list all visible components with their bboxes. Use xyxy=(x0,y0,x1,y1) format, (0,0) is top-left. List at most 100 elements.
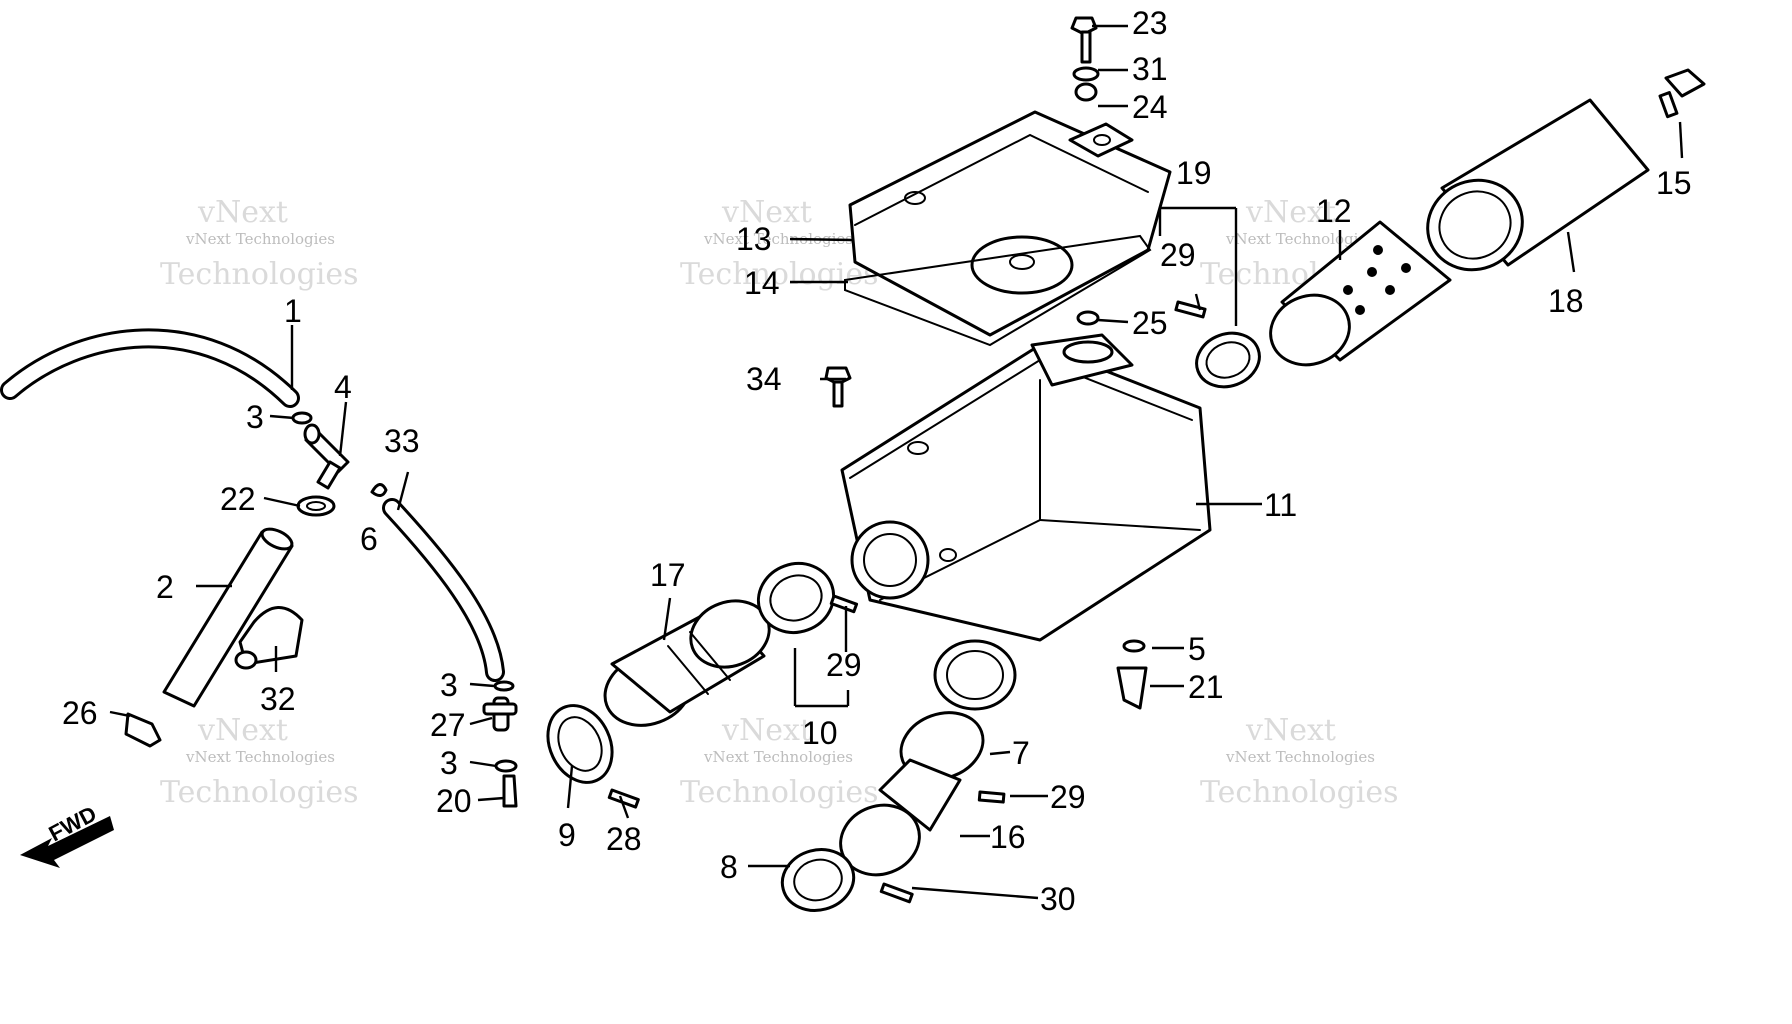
callout-29: 29 xyxy=(1050,779,1086,815)
watermark-bottom-right: vNext vNext Technologies Technologies xyxy=(1200,713,1399,810)
watermark-text: vNext xyxy=(1245,195,1336,230)
callout-17: 17 xyxy=(650,557,686,593)
cover-screw xyxy=(1070,16,1098,64)
callout-2: 2 xyxy=(156,569,174,605)
watermark-text: vNext Technologies xyxy=(703,230,853,248)
callout-9: 9 xyxy=(558,817,576,853)
callout-3: 3 xyxy=(440,745,458,781)
callout-12: 12 xyxy=(1316,193,1352,229)
watermark-text: Technologies xyxy=(1200,775,1399,810)
callout-4: 4 xyxy=(334,369,352,405)
callout-34: 34 xyxy=(746,361,782,397)
drain-plug xyxy=(1116,666,1148,710)
air-cleaner-element xyxy=(1426,98,1650,272)
callout-3: 3 xyxy=(440,667,458,703)
callout-6: 6 xyxy=(360,521,378,557)
tube-band-front xyxy=(546,704,614,784)
joint-pipe xyxy=(482,696,518,732)
callout-28: 28 xyxy=(606,821,642,857)
callout-27: 27 xyxy=(430,707,466,743)
band-screw-bottom xyxy=(879,882,914,904)
callout-31: 31 xyxy=(1132,51,1168,87)
t-joint xyxy=(303,423,350,490)
callout-30: 30 xyxy=(1040,881,1076,917)
watermark-text: vNext xyxy=(197,195,288,230)
watermark-text: vNext Technologies xyxy=(703,748,853,766)
tube-clip xyxy=(124,712,162,748)
plug xyxy=(502,774,518,808)
clip-bottom xyxy=(494,759,518,773)
grommet xyxy=(1076,310,1100,326)
small-clip xyxy=(370,483,388,497)
hose-band xyxy=(296,495,336,517)
watermark-text: vNext xyxy=(721,195,812,230)
watermark-text: vNext xyxy=(197,713,288,748)
callout-18: 18 xyxy=(1548,283,1584,319)
callout-8: 8 xyxy=(720,849,738,885)
callout-24: 24 xyxy=(1132,89,1168,125)
band-screw-front xyxy=(829,594,859,614)
connecting-tube-rear xyxy=(839,711,985,877)
watermark-text: vNext xyxy=(721,713,812,748)
callout-23: 23 xyxy=(1132,5,1168,41)
element-band xyxy=(1195,331,1261,389)
tube-holder xyxy=(234,606,304,670)
callout-19: 19 xyxy=(1176,155,1212,191)
callout-7: 7 xyxy=(1012,735,1030,771)
case-cover xyxy=(848,110,1172,337)
callout-16: 16 xyxy=(990,819,1026,855)
connecting-tube-front xyxy=(603,599,771,727)
watermark-text: Technologies xyxy=(160,775,359,810)
band-screw-rear xyxy=(977,790,1006,804)
drain-clip xyxy=(1122,639,1146,653)
watermark-text: vNext Technologies xyxy=(185,230,335,248)
wing-bolt xyxy=(1658,68,1706,119)
callout-29: 29 xyxy=(826,647,862,683)
callout-3: 3 xyxy=(246,399,264,435)
washer xyxy=(1072,66,1100,82)
case-bolt xyxy=(824,366,852,408)
tube-band-inner xyxy=(756,562,836,634)
tube-band-rear xyxy=(780,848,856,912)
air-cleaner-case xyxy=(840,333,1212,711)
clip-lower xyxy=(493,680,515,692)
callout-26: 26 xyxy=(62,695,98,731)
leader-lines xyxy=(109,24,1684,900)
watermark-top-center: vNext vNext Technologies Technologies xyxy=(680,195,879,292)
watermark-text: vNext Technologies xyxy=(185,748,335,766)
watermark-bottom-left: vNext vNext Technologies Technologies xyxy=(160,713,359,810)
callout-33: 33 xyxy=(384,423,420,459)
watermark-bottom-center: vNext vNext Technologies Technologies xyxy=(680,713,879,810)
callout-5: 5 xyxy=(1188,631,1206,667)
callout-20: 20 xyxy=(436,783,472,819)
callout-29: 29 xyxy=(1160,237,1196,273)
callout-14: 14 xyxy=(744,265,780,301)
watermark-text: Technologies xyxy=(160,257,359,292)
clip xyxy=(291,411,313,425)
callout-13: 13 xyxy=(736,221,772,257)
callout-32: 32 xyxy=(260,681,296,717)
cover-gasket xyxy=(844,234,1152,347)
forward-arrow-icon: FWD xyxy=(20,801,114,868)
callout-22: 22 xyxy=(220,481,256,517)
callout-25: 25 xyxy=(1132,305,1168,341)
breather-tube xyxy=(0,328,300,408)
watermark-top-left: vNext vNext Technologies Technologies xyxy=(160,195,359,292)
drain-tube xyxy=(162,527,294,708)
callout-11: 11 xyxy=(1264,487,1297,523)
callout-15: 15 xyxy=(1656,165,1692,201)
band-screw xyxy=(1174,300,1207,319)
callout-1: 1 xyxy=(284,293,302,329)
watermark-text: vNext xyxy=(1245,713,1336,748)
callout-labels: 1 3 4 33 22 6 2 32 26 3 27 3 20 9 28 17 … xyxy=(62,5,1692,917)
watermark-text: vNext Technologies xyxy=(1225,230,1375,248)
watermark-text: Technologies xyxy=(680,775,879,810)
seal xyxy=(1074,82,1098,102)
callout-21: 21 xyxy=(1188,669,1224,705)
vent-tube xyxy=(382,498,505,682)
callout-10: 10 xyxy=(802,715,838,751)
element-holder xyxy=(1269,220,1452,367)
watermark-text: vNext Technologies xyxy=(1225,748,1375,766)
